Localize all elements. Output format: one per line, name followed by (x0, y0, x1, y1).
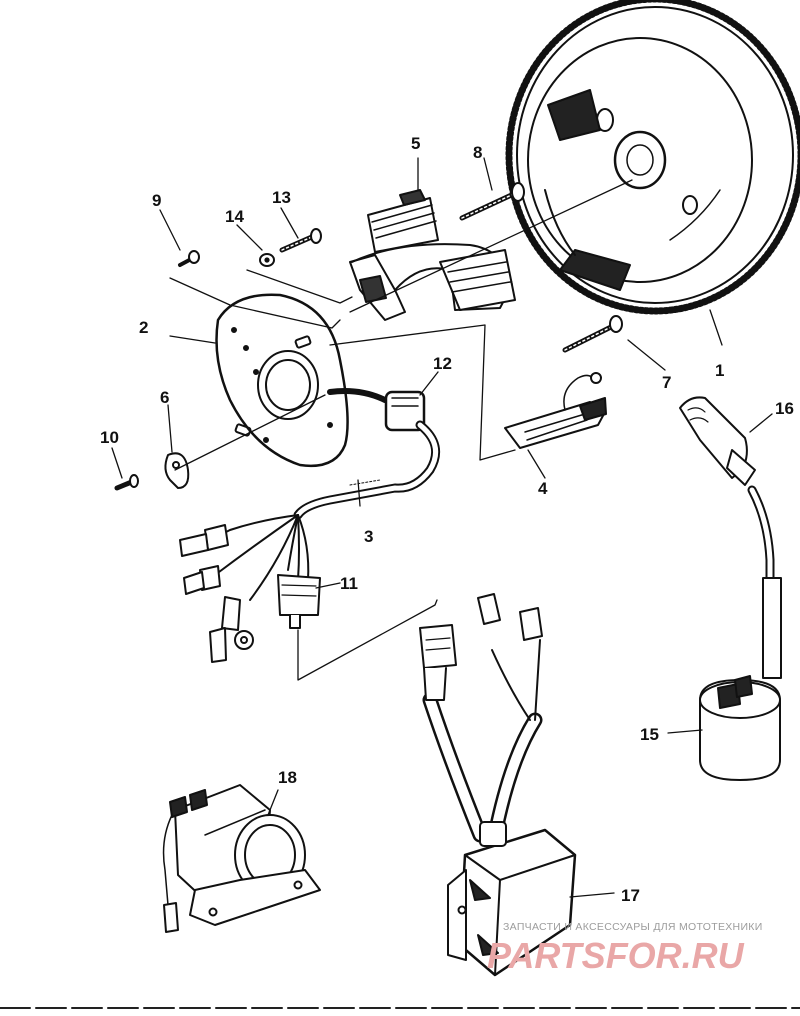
screw-9 (178, 250, 200, 267)
callout-7: 7 (662, 373, 671, 392)
callout-11: 11 (340, 574, 358, 593)
callout-pointers (111, 157, 773, 898)
ignition-coil (699, 675, 781, 781)
starter-relay (162, 784, 321, 933)
spark-plug-cap (679, 396, 756, 486)
callout-2: 2 (139, 318, 148, 337)
high-tension-lead (747, 485, 782, 679)
pulser-coil (504, 372, 607, 449)
callout-15: 15 (640, 725, 659, 744)
callout-16: 16 (775, 399, 794, 418)
callout-17: 17 (621, 886, 640, 905)
bolt-7 (562, 315, 623, 353)
connector-11 (277, 574, 321, 629)
wire-clamp (164, 452, 190, 489)
callout-18: 18 (278, 768, 297, 787)
callout-5: 5 (411, 134, 420, 153)
watermark-tagline: ЗАПЧАСТИ И АКСЕССУАРЫ ДЛЯ МОТОТЕХНИКИ (503, 921, 763, 933)
callout-9: 9 (152, 191, 161, 210)
watermark: ЗАПЧАСТИ И АКСЕССУАРЫ ДЛЯ МОТОТЕХНИКИ PA… (487, 921, 763, 976)
watermark-brand: PARTSFOR.RU (487, 935, 745, 976)
callout-12: 12 (433, 354, 452, 373)
leader-lines (169, 179, 633, 681)
stator-plate (215, 293, 349, 468)
callout-10: 10 (100, 428, 119, 447)
bolt-8 (459, 182, 525, 221)
callout-4: 4 (538, 479, 548, 498)
callout-3: 3 (364, 527, 373, 546)
callout-1: 1 (715, 361, 724, 380)
callout-14: 14 (225, 207, 244, 226)
screw-13 (279, 228, 322, 253)
cdi-unit (419, 593, 577, 977)
callout-13: 13 (272, 188, 291, 207)
callout-8: 8 (473, 143, 482, 162)
washer-14 (259, 253, 275, 267)
flywheel (505, 0, 800, 315)
callout-labels: 1 2 3 4 5 6 7 8 9 10 11 12 13 14 15 16 1… (100, 134, 794, 905)
wire-harness (179, 388, 441, 663)
callout-6: 6 (160, 388, 169, 407)
charging-coil-assembly (349, 189, 516, 321)
screw-10 (114, 474, 139, 491)
